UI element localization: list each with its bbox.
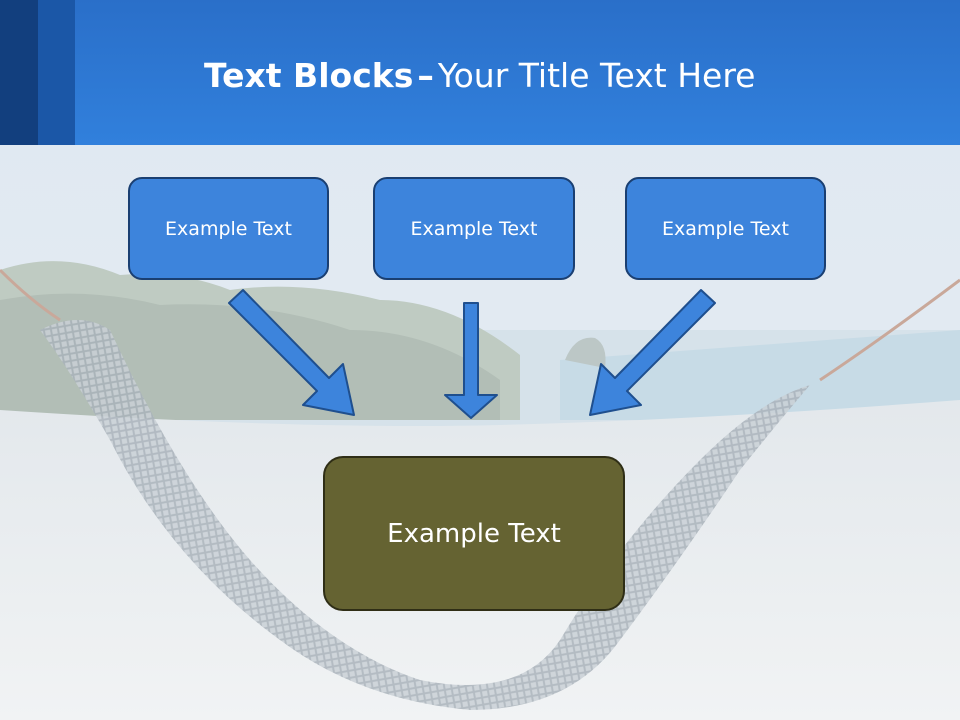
slide-title: Text Blocks–Your Title Text Here <box>204 54 756 98</box>
slide-title-dash: – <box>417 56 434 95</box>
text-block-right-label: Example Text <box>662 217 789 240</box>
slide-title-bold: Text Blocks <box>204 56 414 95</box>
title-bar: Text Blocks–Your Title Text Here <box>0 0 960 145</box>
text-block-center[interactable]: Example Text <box>373 177 575 280</box>
slide-title-rest: Your Title Text Here <box>437 56 756 95</box>
text-block-main-label: Example Text <box>387 518 561 549</box>
text-block-right[interactable]: Example Text <box>625 177 826 280</box>
text-block-left[interactable]: Example Text <box>128 177 329 280</box>
header-accent-stripe <box>0 0 38 145</box>
text-block-main[interactable]: Example Text <box>323 456 625 611</box>
text-block-center-label: Example Text <box>410 217 538 240</box>
header-accent-stripe-inner <box>38 0 75 145</box>
text-block-left-label: Example Text <box>165 217 292 240</box>
